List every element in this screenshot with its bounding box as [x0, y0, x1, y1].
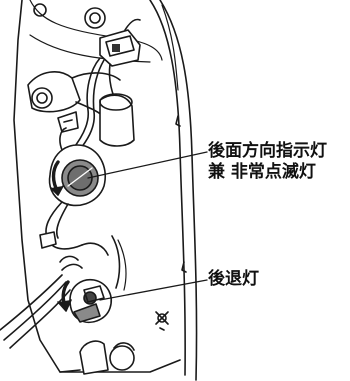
corner-screw-icon: [33, 3, 47, 17]
bottom-lens-parts: [59, 340, 135, 375]
top-connector: [99, 18, 141, 67]
label-rear-turn-signal-line1: 後面方向指示灯: [208, 141, 327, 161]
leader-line-reversing: [99, 279, 208, 301]
lens-tube: [99, 93, 135, 147]
middle-wiring: [39, 201, 127, 291]
mounting-screw-icon: [84, 7, 106, 29]
lower-cable-bundle: [0, 255, 83, 349]
rotate-arrow-icon-lower: [57, 280, 72, 312]
reversing-lamp-socket: [69, 278, 112, 324]
bolt-icon: [155, 311, 169, 331]
leader-lines: [87, 151, 208, 301]
label-reversing-lamp: 後退灯: [208, 269, 259, 289]
turn-signal-socket: [48, 127, 106, 207]
side-hook: [175, 115, 187, 273]
label-rear-turn-signal-line2: 兼 非常点滅灯: [208, 162, 316, 182]
rotate-arrow-icon: [50, 160, 64, 196]
leader-line-turn-signal: [87, 151, 208, 179]
wire-clip: [57, 111, 79, 133]
